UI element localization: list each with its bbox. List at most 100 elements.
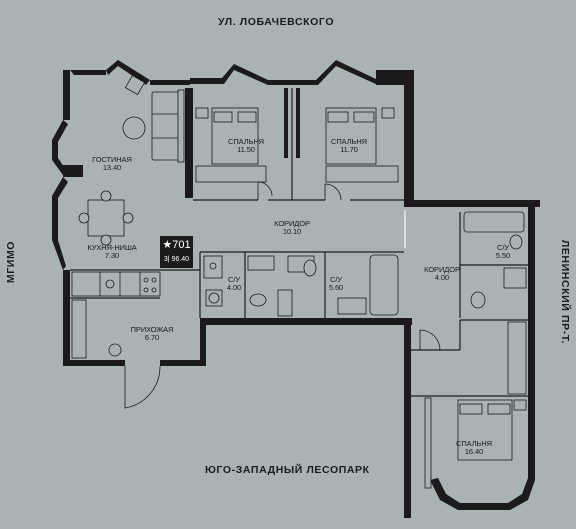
room-name: ПРИХОЖАЯ: [130, 325, 174, 334]
room-area: 7.30: [104, 251, 120, 260]
apartment-area: 96.40: [171, 256, 190, 263]
bath-56-fixtures: [277, 254, 399, 317]
pillow: [459, 403, 483, 415]
sink: [247, 255, 275, 271]
room-area: 5.60: [328, 283, 344, 292]
wall-segment: [528, 200, 535, 480]
room-name: КУХНЯ-НИША: [87, 243, 137, 252]
exterior-walls: [52, 60, 540, 518]
entry-door: [124, 365, 161, 409]
bathtub: [369, 254, 399, 316]
star-icon: ★: [162, 239, 173, 251]
wall-segment: [160, 360, 206, 366]
interior-walls: [70, 88, 528, 489]
bath-55-fixtures: [463, 211, 527, 395]
wall-segment: [430, 478, 535, 510]
chair: [100, 190, 112, 202]
room-corridor-2: КОРИДОР 4.00: [424, 266, 460, 282]
wall-segment: [284, 88, 288, 158]
kitchen-counter: [71, 271, 161, 297]
living-furniture: [78, 74, 185, 246]
room-area: 11.70: [340, 145, 358, 154]
wardrobe: [195, 165, 267, 183]
room-area: 13.40: [102, 163, 122, 172]
room-name: С/У: [330, 275, 342, 284]
nightstand: [195, 107, 209, 119]
wardrobe: [507, 321, 527, 395]
room-bedroom-2: СПАЛЬНЯ 11.70: [331, 138, 367, 154]
room-bath-3: С/У 5.50: [496, 244, 510, 260]
room-kitchen: КУХНЯ-НИША 7.30: [87, 244, 136, 260]
wardrobe: [325, 165, 399, 183]
room-name: КОРИДОР: [424, 265, 460, 274]
room-bedroom-3: СПАЛЬНЯ 16.40: [456, 440, 492, 456]
apartment-number: 701: [172, 239, 191, 251]
round-table: [122, 116, 146, 140]
wardrobe: [424, 397, 432, 489]
wall-segment: [404, 200, 540, 207]
wall-segment: [268, 60, 378, 85]
cabinet: [277, 289, 293, 317]
hob: [143, 287, 149, 293]
pillow: [237, 111, 257, 123]
pillow: [213, 111, 233, 123]
room-name: С/У: [497, 243, 509, 252]
wall-segment: [52, 177, 68, 270]
pillow: [487, 403, 511, 415]
wall-segment: [63, 165, 83, 177]
shower-drain: [209, 262, 217, 270]
room-area: 4.00: [226, 283, 242, 292]
wall-segment: [70, 70, 106, 75]
chair: [78, 212, 90, 224]
sofa: [151, 91, 183, 161]
bedroom-1-furniture: [195, 107, 273, 200]
street-top: УЛ. ЛОБАЧЕВСКОГО: [218, 16, 335, 28]
room-area: 4.00: [434, 273, 450, 282]
wall-segment: [185, 88, 193, 198]
wall-segment: [200, 318, 412, 325]
door: [257, 181, 273, 200]
toilet: [303, 259, 317, 277]
wall-segment: [63, 360, 125, 366]
nightstand: [513, 399, 527, 411]
wall-segment: [190, 64, 268, 85]
wall-segment: [52, 120, 68, 175]
pillow: [353, 111, 375, 123]
street-bottom: ЮГО-ЗАПАДНЫЙ ЛЕСОПАРК: [205, 464, 370, 476]
room-name: СПАЛЬНЯ: [331, 137, 367, 146]
room-area: 6.70: [144, 333, 160, 342]
chair: [100, 234, 112, 246]
sink: [503, 267, 527, 289]
hob: [143, 277, 149, 283]
dining-table: [87, 199, 125, 237]
room-name: С/У: [228, 275, 240, 284]
room-bedroom-1: СПАЛЬНЯ 11.50: [228, 138, 264, 154]
toilet: [509, 234, 523, 250]
bathtub: [463, 211, 525, 233]
wall-segment: [404, 70, 414, 206]
room-area: 16.40: [464, 447, 484, 456]
room-name: СПАЛЬНЯ: [456, 439, 492, 448]
hob: [151, 277, 157, 283]
hall-wardrobe: [71, 299, 87, 359]
wall-segment: [296, 88, 300, 158]
wall-segment: [200, 318, 206, 366]
wall-segment: [404, 318, 411, 518]
room-entrance-hall: ПРИХОЖАЯ 6.70: [131, 326, 174, 342]
wall-segment: [106, 60, 150, 85]
shower: [203, 255, 223, 279]
room-area: 5.50: [495, 251, 511, 260]
toilet: [470, 291, 486, 309]
chair: [122, 212, 134, 224]
room-bath-2: С/У 5.60: [329, 276, 343, 292]
apartment-rooms: 3: [163, 256, 168, 263]
pouf: [108, 343, 122, 357]
room-name: ГОСТИНАЯ: [92, 155, 132, 164]
door: [419, 329, 441, 351]
armchair: [124, 74, 146, 96]
wall-segment: [376, 70, 412, 85]
vanity: [337, 297, 367, 315]
street-right: ЛЕНИНСКИЙ ПР-Т.: [559, 239, 571, 345]
